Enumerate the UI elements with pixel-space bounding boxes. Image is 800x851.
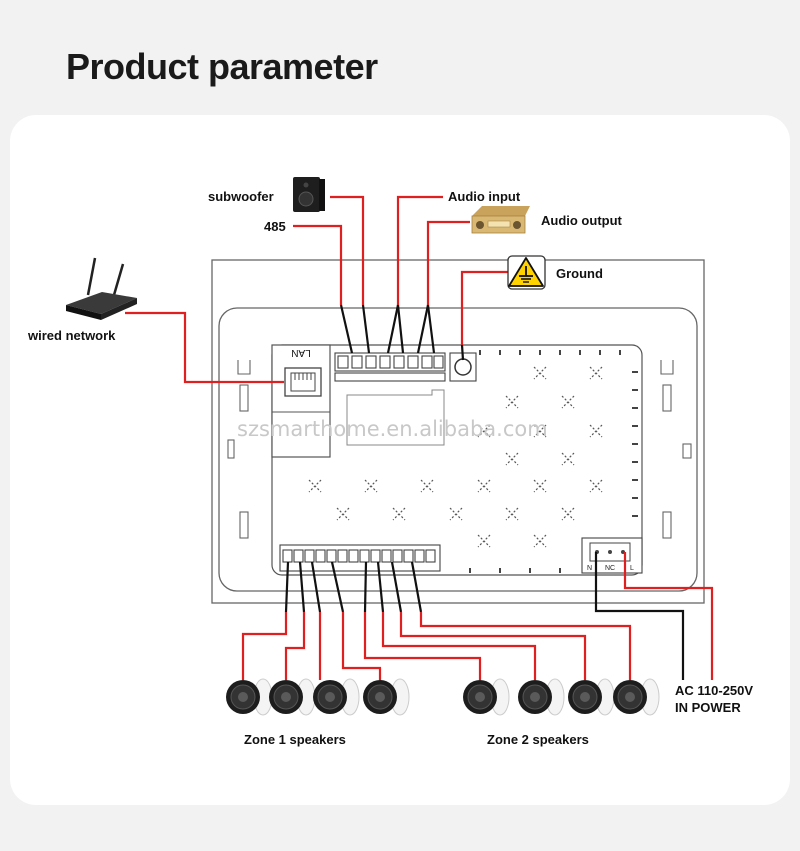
label-ac-line1: AC 110-250V xyxy=(675,683,753,698)
lan-label: LAN xyxy=(291,347,310,358)
label-485: 485 xyxy=(264,219,286,234)
speaker-icon xyxy=(226,678,273,716)
device-outer-frame xyxy=(211,259,705,604)
power-label-nc: NC xyxy=(605,565,615,572)
pcb-edge-pins xyxy=(469,350,638,573)
ground-warning-icon xyxy=(507,255,546,290)
label-audio-output: Audio output xyxy=(541,213,623,228)
watermark: szsmarthome.en.alibaba.com xyxy=(237,417,548,441)
label-audio-input: Audio input xyxy=(448,189,521,204)
power-label-l: L xyxy=(630,565,634,572)
subwoofer-icon xyxy=(293,177,325,212)
power-terminal: N NC L xyxy=(581,537,643,574)
top-wires xyxy=(125,195,508,384)
speaker-icon xyxy=(463,678,510,716)
rj45-port xyxy=(284,367,322,397)
speaker-icon xyxy=(613,678,660,716)
device-inner-frame xyxy=(218,307,698,592)
mounting-slots xyxy=(227,360,692,539)
label-subwoofer: subwoofer xyxy=(208,189,274,204)
label-zone2: Zone 2 speakers xyxy=(487,732,589,747)
chip-area xyxy=(346,389,445,446)
label-ac-line2: IN POWER xyxy=(675,700,741,715)
bottom-terminal-block xyxy=(279,544,441,572)
speaker-icon xyxy=(363,678,410,716)
power-label-n: N xyxy=(587,565,592,572)
speaker-icon xyxy=(313,678,360,716)
speaker-icon xyxy=(568,678,615,716)
pcb-board xyxy=(271,344,643,576)
power-wires xyxy=(594,552,714,680)
speaker-icon xyxy=(269,678,316,716)
lan-block xyxy=(271,344,331,458)
chip-footprints xyxy=(308,366,603,548)
top-terminal-block xyxy=(334,352,446,382)
label-ground: Ground xyxy=(556,266,603,281)
speaker-icon xyxy=(518,678,565,716)
speaker-group xyxy=(226,678,660,716)
label-wired-network: wired network xyxy=(27,328,116,343)
page-title: Product parameter xyxy=(66,46,378,87)
speaker-wires xyxy=(241,561,632,680)
amplifier-icon xyxy=(471,206,530,234)
router-icon xyxy=(66,257,137,320)
label-zone1: Zone 1 speakers xyxy=(244,732,346,747)
